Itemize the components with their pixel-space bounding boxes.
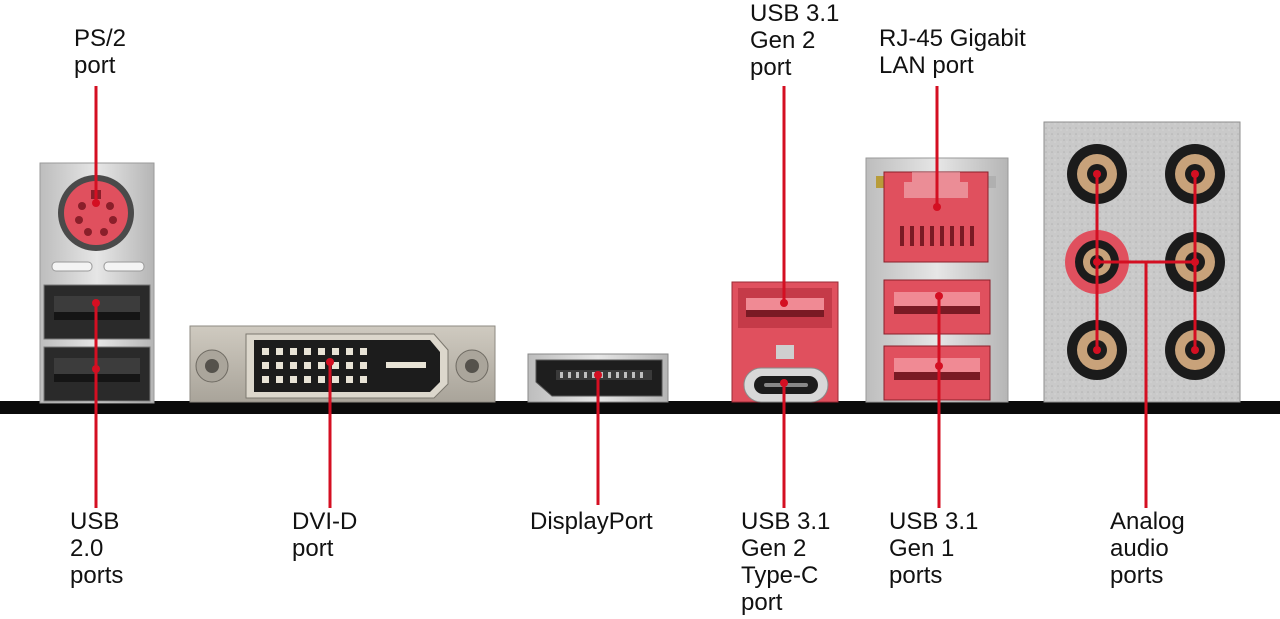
leader-dots: [92, 170, 1199, 387]
dvid-connector: [189, 325, 496, 403]
io-shield-baseline: [0, 401, 1280, 414]
label-displayport: DisplayPort: [530, 508, 653, 535]
audio-panel: [1043, 121, 1241, 403]
label-usb31-gen1-ports: USB 3.1 Gen 1 ports: [889, 508, 979, 589]
label-usb20-ports: USB 2.0 ports: [70, 508, 124, 589]
label-usb31-gen2-typec-port: USB 3.1 Gen 2 Type-C port: [741, 508, 831, 616]
label-ps2-port: PS/2 port: [74, 25, 127, 79]
ps2-usb-stack: [39, 162, 155, 404]
label-analog-audio-ports: Analog audio ports: [1110, 508, 1185, 589]
label-dvid-port: DVI-D port: [292, 508, 358, 562]
label-rj45-lan-port: RJ-45 Gigabit LAN port: [879, 25, 1026, 79]
leader-lines: [94, 86, 1197, 508]
label-usb31-gen2-port: USB 3.1 Gen 2 port: [750, 0, 840, 81]
lan-usb-stack: [865, 157, 1009, 403]
